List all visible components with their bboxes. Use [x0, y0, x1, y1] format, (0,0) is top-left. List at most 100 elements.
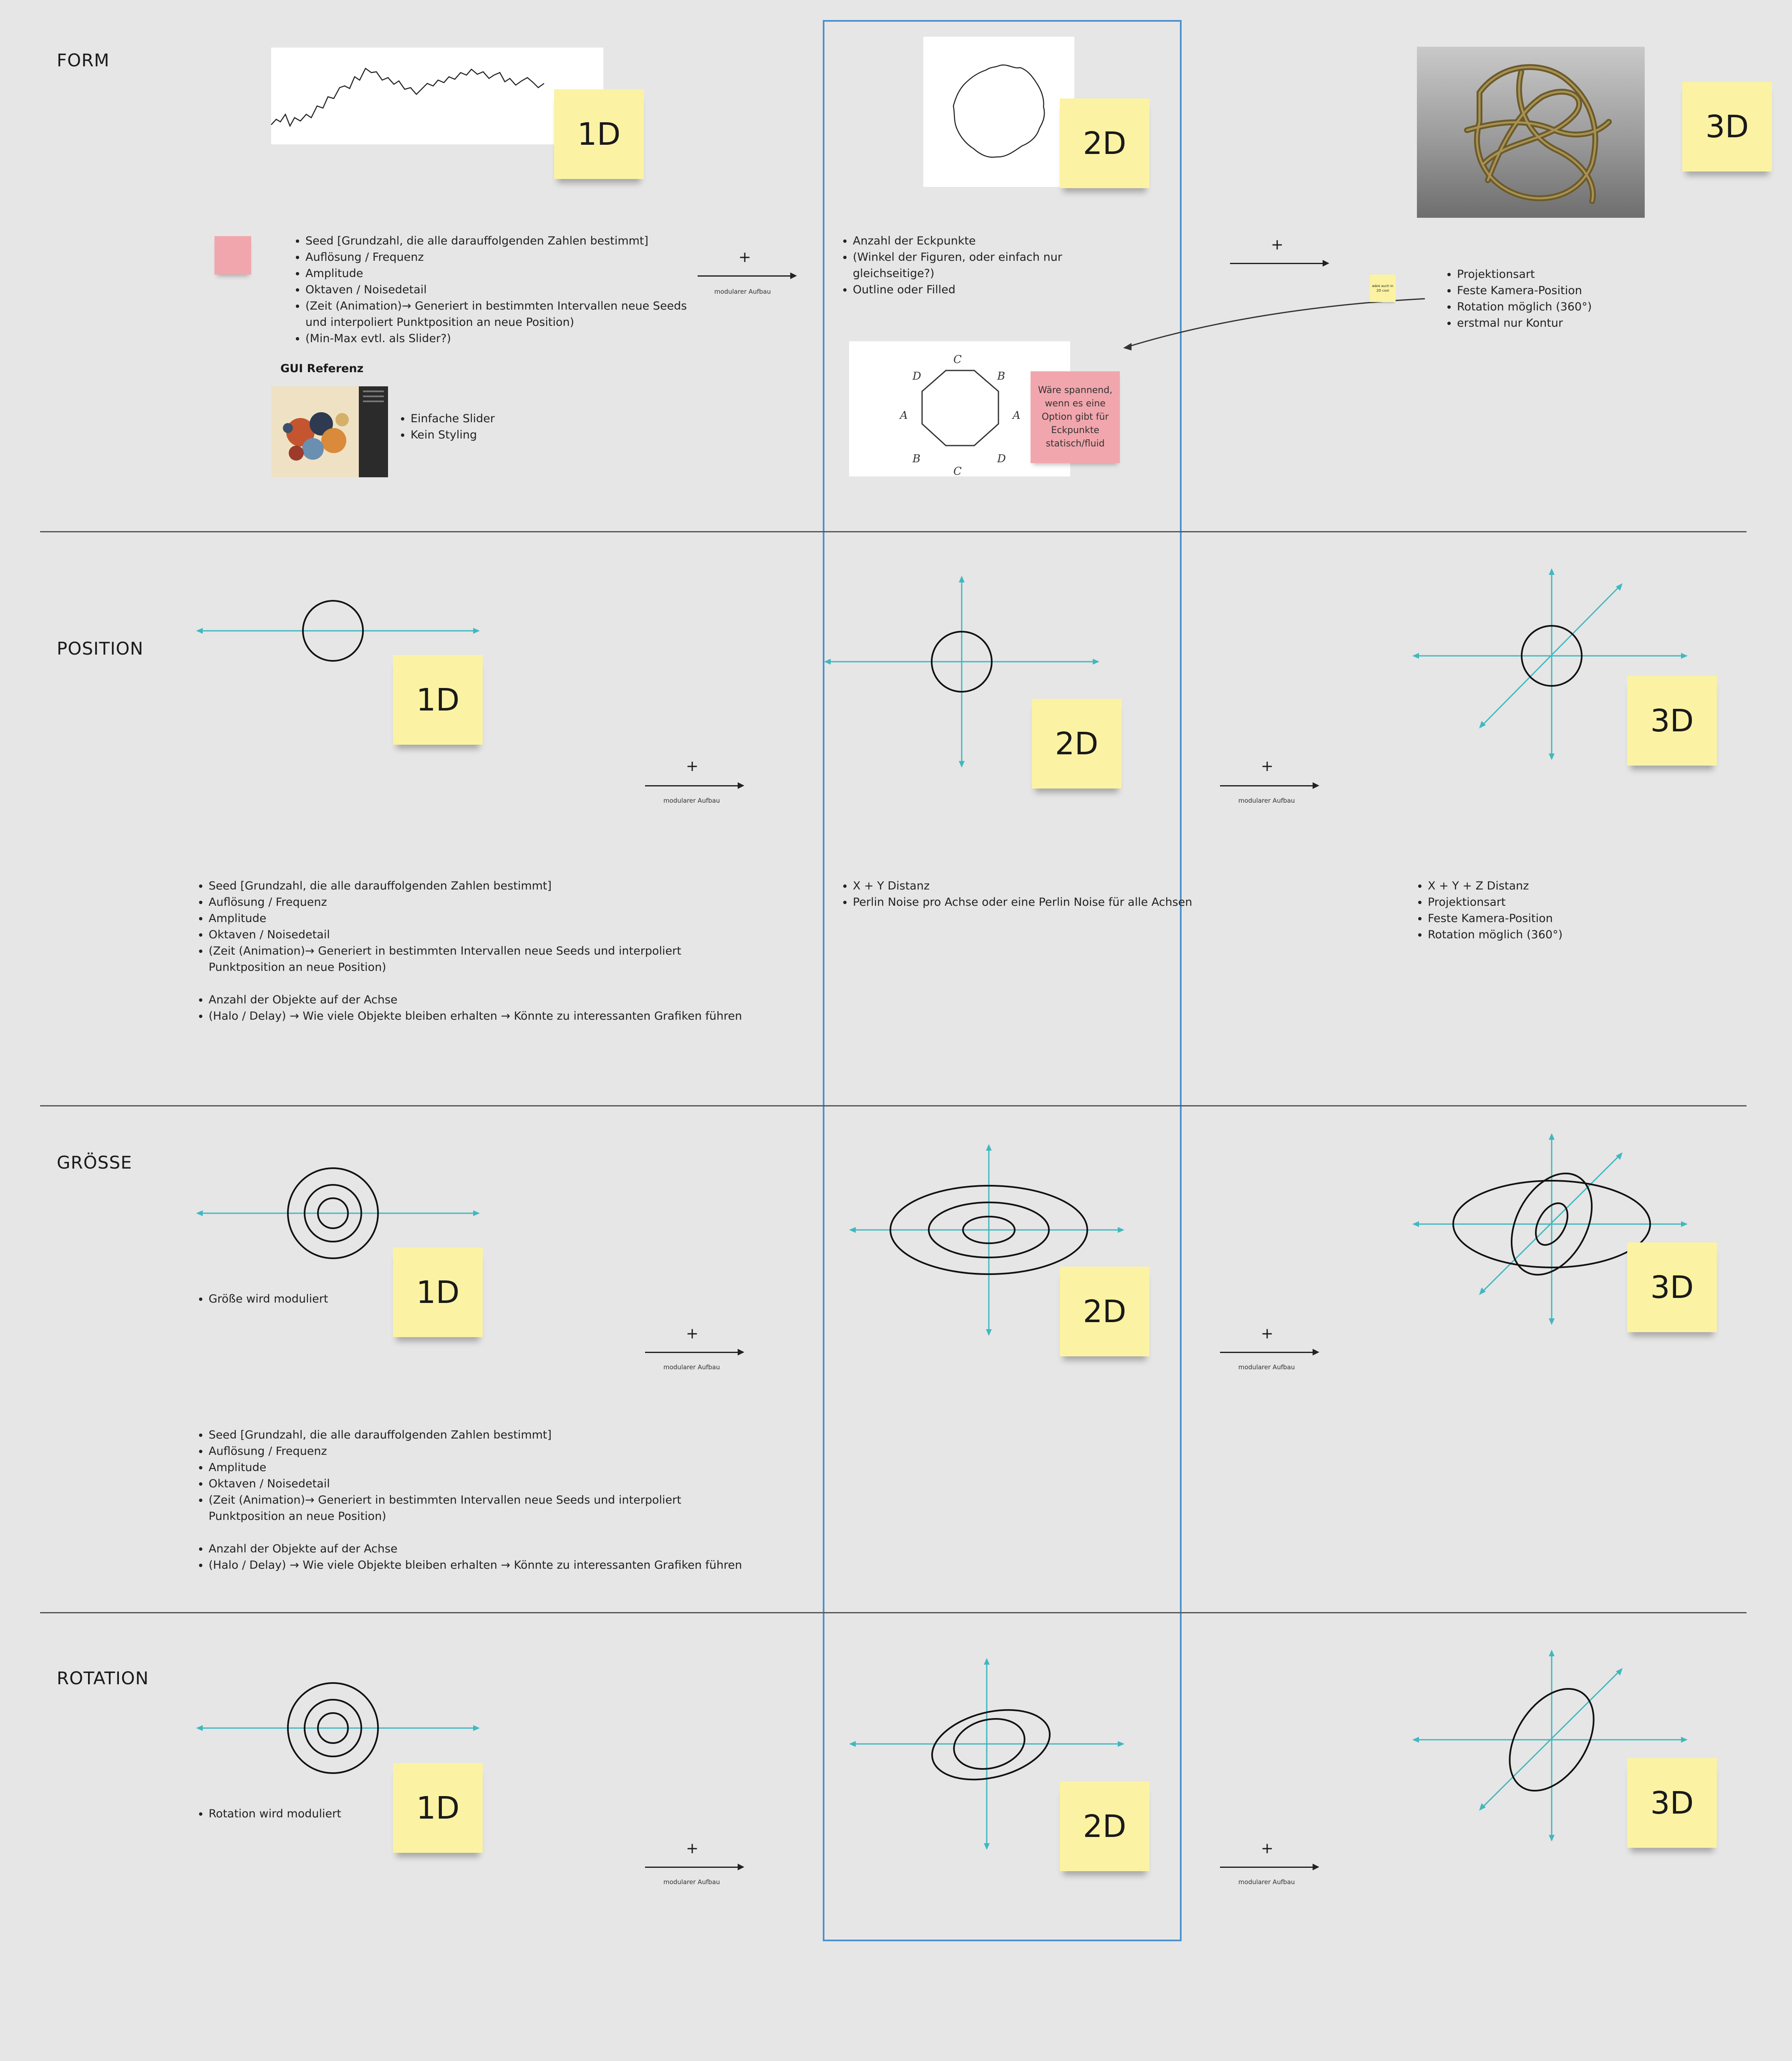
- list-item: (Min-Max evtl. als Slider?): [305, 330, 689, 347]
- render-3d-image: [1417, 47, 1645, 218]
- blob-graph-2d: [923, 37, 1074, 187]
- list-item: Feste Kamera-Position: [1428, 910, 1661, 927]
- axis-diagram-1d: [196, 600, 480, 662]
- section-divider: [40, 1612, 1747, 1613]
- section-divider: [40, 531, 1747, 532]
- list-item: Kein Styling: [411, 427, 577, 443]
- section-title-groesse: GRÖSSE: [57, 1152, 132, 1173]
- list-item: Anzahl der Objekte auf der Achse: [209, 992, 755, 1008]
- size-diagram-1d: [196, 1167, 480, 1259]
- list-item: X + Y + Z Distanz: [1428, 878, 1661, 894]
- connector-caption: modularer Aufbau: [663, 797, 720, 804]
- octagon-shape: C B D A A B C D: [899, 353, 1021, 478]
- section-divider: [40, 1105, 1747, 1106]
- position-3d-list: X + Y + Z Distanz Projektionsart Feste K…: [1415, 878, 1661, 943]
- connector-arrow: [1220, 1349, 1319, 1356]
- list-item: (Winkel der Figuren, oder einfach nur gl…: [853, 249, 1086, 282]
- list-item: Feste Kamera-Position: [1457, 282, 1691, 299]
- connector-arrow: [1220, 782, 1319, 789]
- connector-caption: modularer Aufbau: [663, 1363, 720, 1371]
- list-item: Einfache Slider: [411, 411, 577, 427]
- list-item: Seed [Grundzahl, die alle darauffolgende…: [209, 878, 755, 894]
- vertex-label: B: [912, 453, 920, 465]
- list-item: Projektionsart: [1428, 894, 1661, 910]
- list-item: Outline oder Filled: [853, 282, 1086, 298]
- form-3d-list: Projektionsart Feste Kamera-Position Rot…: [1444, 266, 1691, 331]
- sticky-3d: 3D: [1627, 676, 1717, 766]
- groesse-1d-note: Größe wird moduliert: [196, 1291, 384, 1307]
- list-item: Oktaven / Noisedetail: [209, 1476, 755, 1492]
- list-spacer: [209, 975, 755, 992]
- position-1d-list: Seed [Grundzahl, die alle darauffolgende…: [196, 878, 755, 1024]
- list-item: Größe wird moduliert: [209, 1291, 384, 1307]
- plus-sign: +: [738, 249, 751, 266]
- gui-reference-list: Einfache Slider Kein Styling: [398, 411, 577, 443]
- sticky-3d: 3D: [1627, 1758, 1717, 1848]
- noise-graph-1d: [271, 48, 603, 144]
- plus-sign: +: [1271, 236, 1284, 253]
- list-item: (Zeit (Animation)→ Generiert in bestimmt…: [209, 1492, 755, 1524]
- sticky-2d: 2D: [1060, 1781, 1149, 1871]
- mini-sticky-note: wäre auch in 2D cool: [1370, 275, 1396, 302]
- vertex-label: A: [1012, 409, 1021, 422]
- connector-arrow: [1230, 260, 1329, 267]
- vertex-label: A: [899, 409, 908, 422]
- sticky-1d: 1D: [393, 655, 483, 745]
- axis-diagram-2d: [824, 576, 1099, 768]
- vertex-label: C: [953, 465, 962, 478]
- groesse-1d-list: Seed [Grundzahl, die alle darauffolgende…: [196, 1427, 755, 1573]
- list-item: Amplitude: [209, 1459, 755, 1476]
- list-item: Oktaven / Noisedetail: [305, 282, 689, 298]
- blob-shape: [953, 64, 1045, 158]
- form-2d-list: Anzahl der Eckpunkte (Winkel der Figuren…: [840, 233, 1086, 298]
- list-item: Oktaven / Noisedetail: [209, 927, 755, 943]
- list-spacer: [209, 1524, 755, 1541]
- connector-arrow: [645, 1864, 744, 1870]
- list-item: erstmal nur Kontur: [1457, 315, 1691, 331]
- pink-note: Wäre spannend, wenn es eine Option gibt …: [1031, 371, 1120, 463]
- vertex-label: B: [997, 370, 1005, 383]
- connector-arrow: [645, 782, 744, 789]
- list-item: X + Y Distanz: [853, 878, 1195, 894]
- list-item: Rotation möglich (360°): [1428, 927, 1661, 943]
- column-2d-frame: [823, 20, 1182, 1941]
- rotation-diagram-2d: [849, 1658, 1124, 1850]
- gui-reference-image: [271, 386, 388, 477]
- sticky-2d: 2D: [1032, 699, 1122, 789]
- list-item: Rotation möglich (360°): [1457, 299, 1691, 315]
- size-diagram-3d: [1412, 1133, 1688, 1325]
- plus-sign: +: [686, 1325, 699, 1342]
- list-item: Amplitude: [305, 265, 689, 282]
- axis-diagram-3d: [1412, 568, 1688, 760]
- form-1d-list: Seed [Grundzahl, die alle darauffolgende…: [293, 233, 689, 347]
- sticky-1d: 1D: [393, 1763, 483, 1853]
- connector-arrow: [698, 272, 797, 279]
- plus-sign: +: [686, 1840, 699, 1857]
- list-item: Seed [Grundzahl, die alle darauffolgende…: [209, 1427, 755, 1443]
- sticky-1d: 1D: [393, 1247, 483, 1337]
- rotation-diagram-1d: [196, 1682, 480, 1774]
- list-item: Anzahl der Eckpunkte: [853, 233, 1086, 249]
- section-title-form: FORM: [57, 50, 110, 71]
- sticky-2d: 2D: [1060, 98, 1149, 188]
- noise-line: [271, 68, 544, 127]
- vertex-label: D: [912, 370, 921, 383]
- list-item: Amplitude: [209, 910, 755, 927]
- rotation-diagram-3d: [1412, 1650, 1688, 1842]
- gui-reference-title: GUI Referenz: [280, 362, 364, 375]
- size-diagram-2d: [849, 1144, 1124, 1336]
- list-item: Projektionsart: [1457, 266, 1691, 282]
- connector-caption: modularer Aufbau: [1238, 1363, 1295, 1371]
- connector-caption: modularer Aufbau: [663, 1878, 720, 1886]
- vertex-label: D: [997, 453, 1006, 465]
- rotation-1d-note: Rotation wird moduliert: [196, 1806, 384, 1822]
- connector-caption: modularer Aufbau: [1238, 797, 1295, 804]
- list-item: Auflösung / Frequenz: [209, 894, 755, 910]
- plus-sign: +: [1261, 1325, 1274, 1342]
- connector-caption: modularer Aufbau: [1238, 1878, 1295, 1886]
- sticky-3d: 3D: [1627, 1242, 1717, 1332]
- gui-collage: [283, 386, 388, 477]
- connector-arrow: [1220, 1864, 1319, 1870]
- list-item: Anzahl der Objekte auf der Achse: [209, 1541, 755, 1557]
- wireframe-knot: [1464, 64, 1612, 204]
